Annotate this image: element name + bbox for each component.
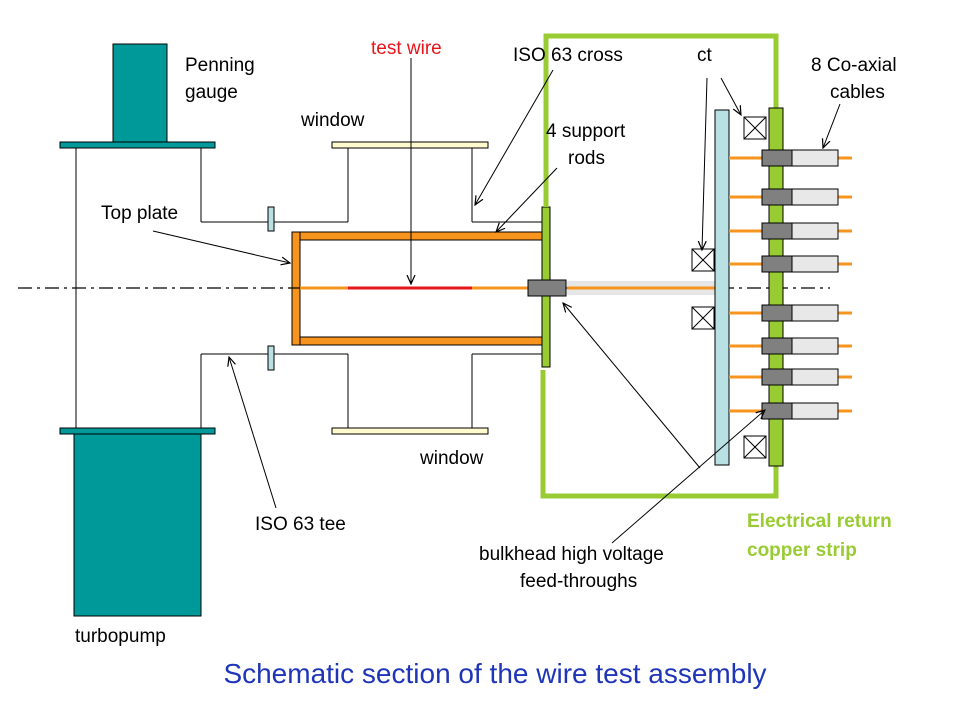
label-test-wire: test wire [371, 38, 442, 59]
iso63-cross-body [347, 148, 545, 428]
label-window-top: window [300, 110, 365, 131]
ct-boxes [691, 116, 767, 459]
support-rod-bottom [291, 336, 545, 346]
penning-gauge [112, 43, 168, 143]
coax-cable-3 [729, 222, 852, 240]
label-bulkhead-1: bulkhead high voltage [479, 544, 664, 565]
ct-plate [714, 109, 730, 466]
label-window-bottom: window [419, 448, 484, 469]
turbopump-body [73, 433, 202, 617]
window-top [331, 141, 489, 149]
caption: Schematic section of the wire test assem… [223, 658, 766, 689]
label-top-plate: Top plate [101, 203, 178, 224]
ct-box-2 [691, 248, 715, 272]
coax-cable-4 [729, 255, 852, 273]
coax-cable-2 [729, 188, 852, 206]
electrical-return-strip [540, 33, 779, 499]
label-penning-2: gauge [185, 82, 238, 103]
ct-box-1 [743, 116, 767, 140]
label-support-2: rods [568, 148, 605, 169]
ct-box-3 [691, 306, 715, 330]
window-bottom [331, 427, 489, 435]
label-bulkhead-2: feed-throughs [520, 571, 637, 592]
coax-cable-6 [729, 337, 852, 355]
label-penning-1: Penning [185, 55, 255, 76]
label-coax-2: cables [830, 82, 885, 103]
label-iso63-tee: ISO 63 tee [255, 514, 346, 535]
coax-cable-1 [729, 149, 852, 167]
bottom-flange [59, 427, 216, 435]
coax-cable-8 [729, 402, 852, 420]
clamp-bottom [267, 345, 275, 371]
bulkhead-feedthrough [527, 279, 567, 297]
top-flange [59, 141, 216, 149]
label-turbopump: turbopump [75, 626, 166, 647]
clamp-top [267, 206, 275, 232]
coax-cables [729, 149, 852, 420]
label-coax-1: 8 Co-axial [811, 55, 897, 76]
label-elec-return-1: Electrical return [747, 511, 892, 532]
coax-cable-7 [729, 368, 852, 386]
ct-box-4 [743, 435, 767, 459]
label-elec-return-2: copper strip [747, 540, 857, 561]
coax-cable-5 [729, 304, 852, 322]
label-ct: ct [697, 45, 713, 66]
leader-lines [152, 58, 841, 544]
label-iso63-cross: ISO 63 cross [513, 45, 623, 66]
label-support-1: 4 support [546, 121, 626, 142]
support-rod-top [291, 231, 545, 241]
